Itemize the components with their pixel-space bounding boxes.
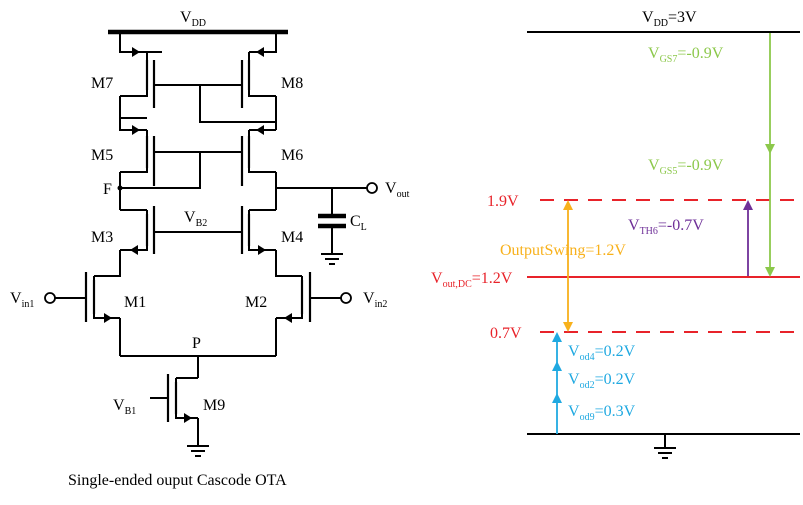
label-m7: M7 (91, 75, 113, 92)
level-diagram: VDD=3V 1.9V Vout,DC=1.2V 0.7V VGS7=-0.9V… (431, 9, 800, 459)
vgs5-label: VGS5=-0.9V (648, 157, 724, 177)
ground-icon (654, 434, 676, 459)
vod2-label: Vod2=0.2V (568, 371, 636, 391)
vout-label: Vout (385, 180, 410, 200)
label-m3: M3 (91, 229, 113, 246)
level-0-7-label: 0.7V (490, 325, 522, 342)
level-1-9-label: 1.9V (487, 193, 519, 210)
vod4-label: Vod4=0.2V (568, 343, 636, 363)
schematic-caption: Single-ended ouput Cascode OTA (68, 472, 287, 489)
label-m5: M5 (91, 147, 113, 164)
vin2-label: Vin2 (363, 290, 387, 310)
transistor-m9 (150, 374, 209, 457)
vout-terminal (366, 182, 378, 194)
vgs7-label: VGS7=-0.9V (648, 45, 724, 65)
vth6-label: VTH6=-0.7V (628, 217, 704, 237)
schematic: VDD (10, 9, 410, 489)
transistor-m3 (119, 206, 156, 262)
transistor-m6 (120, 125, 276, 189)
node-p-label: P (192, 335, 201, 352)
node-f-label: F (103, 181, 112, 198)
label-m9: M9 (203, 397, 225, 414)
load-capacitor: CL (318, 188, 367, 265)
label-m6: M6 (281, 147, 303, 164)
transistor-m7 (119, 32, 200, 108)
transistor-m4 (240, 206, 277, 262)
transistor-m5 (119, 96, 200, 186)
label-m8: M8 (281, 75, 303, 92)
vout-dc-label: Vout,DC=1.2V (431, 270, 513, 290)
vdd-rail-label: VDD (180, 9, 206, 29)
vb1-label: VB1 (113, 397, 136, 417)
transistor-m1 (44, 262, 121, 356)
cl-label: CL (350, 213, 367, 233)
vin1-label: Vin1 (10, 290, 34, 310)
vb2-label: VB2 (184, 209, 207, 229)
transistor-m2 (275, 262, 352, 356)
output-swing-label: OutputSwing=1.2V (500, 242, 626, 259)
label-m4: M4 (281, 229, 303, 246)
label-m2: M2 (245, 294, 267, 311)
label-m1: M1 (124, 294, 146, 311)
vdd-level-label: VDD=3V (642, 9, 697, 29)
transistor-m8 (199, 32, 277, 130)
vod9-label: Vod9=0.3V (568, 403, 636, 423)
